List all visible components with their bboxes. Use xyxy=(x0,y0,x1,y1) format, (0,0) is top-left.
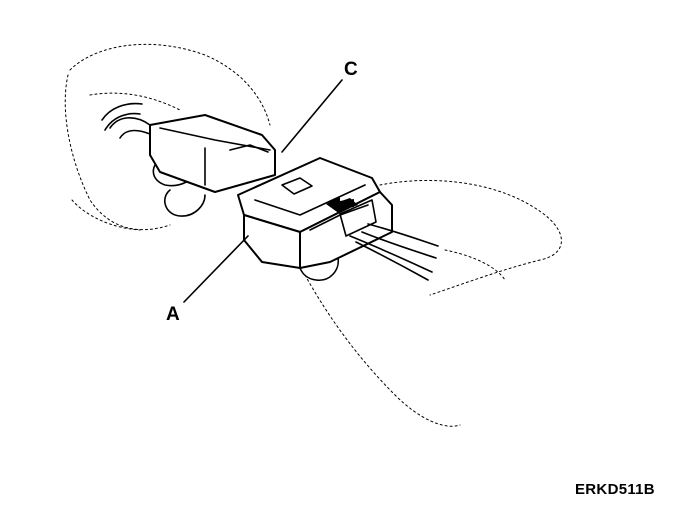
leader-lines xyxy=(183,79,343,303)
mating-connector xyxy=(109,114,276,193)
figure-code: ERKD511B xyxy=(575,481,655,498)
left-hand-icon xyxy=(64,43,271,231)
callout-label-c: C xyxy=(344,59,358,80)
wire-harness xyxy=(349,223,439,281)
callout-label-a: A xyxy=(166,304,180,325)
connector-icon xyxy=(237,157,393,269)
arrow-icon xyxy=(326,196,354,214)
